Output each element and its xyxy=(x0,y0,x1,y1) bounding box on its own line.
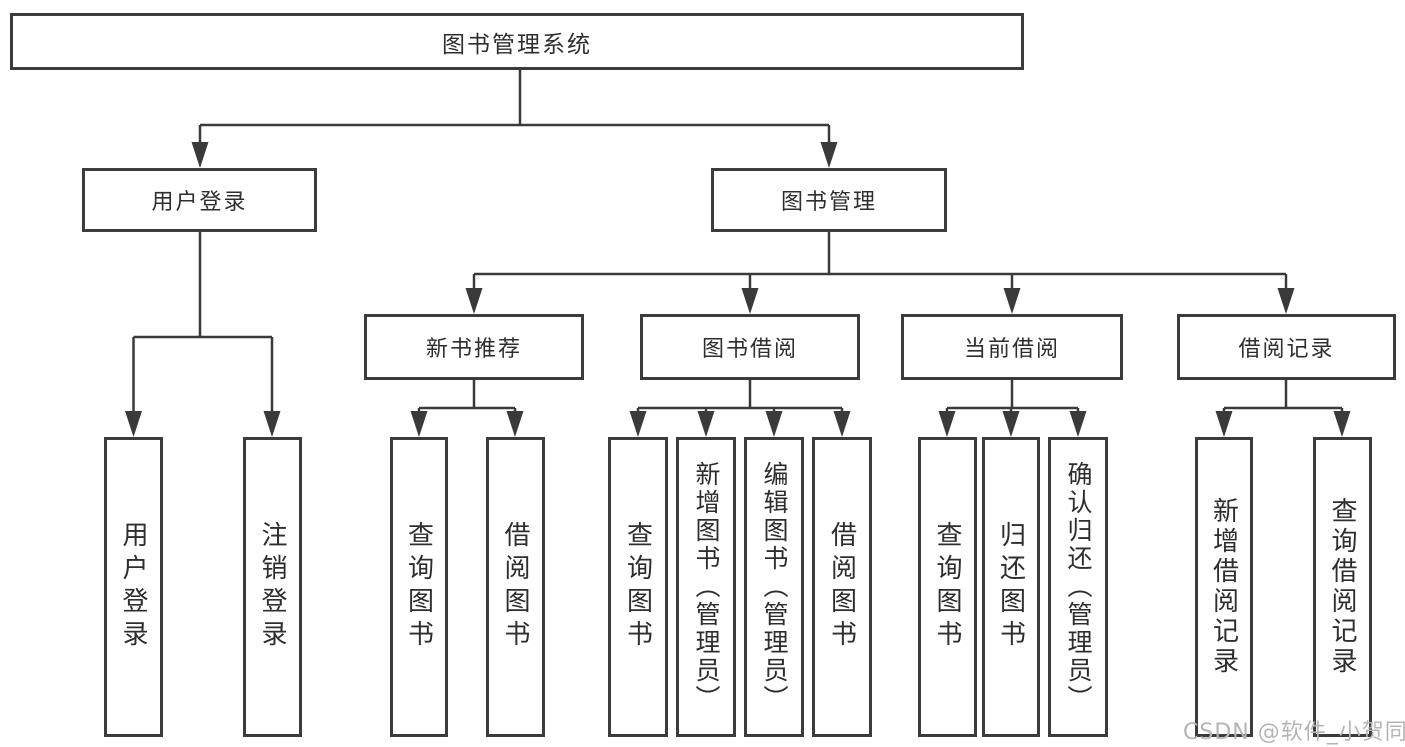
connector-borrow-records xyxy=(1222,380,1344,415)
connector-book-borrow xyxy=(636,380,844,415)
leaf-user-login: 用户登录 xyxy=(104,437,163,737)
connector-new-book-recommend xyxy=(417,380,517,415)
node-book-management: 图书管理 xyxy=(711,168,947,232)
node-book-borrow: 图书借阅 xyxy=(640,314,860,380)
leaf-current-return-books: 归还图书 xyxy=(982,437,1040,737)
leaf-newbook-query-books: 查询图书 xyxy=(390,437,448,737)
leaf-records-add-borrow-record: 新增借阅记录 xyxy=(1195,437,1253,737)
node-new-book-recommend: 新书推荐 xyxy=(364,314,584,380)
leaf-borrow-add-books-admin: 新增图书（管理员） xyxy=(676,437,736,737)
node-user-login: 用户登录 xyxy=(82,168,317,232)
leaf-logout: 注销登录 xyxy=(243,437,302,737)
leaf-current-confirm-return-admin: 确认归还（管理员） xyxy=(1048,437,1108,737)
node-borrow-records: 借阅记录 xyxy=(1177,314,1396,380)
node-current-borrow: 当前借阅 xyxy=(901,314,1123,380)
connector-user-login xyxy=(132,232,274,415)
node-root: 图书管理系统 xyxy=(10,13,1024,70)
leaf-borrow-query-books: 查询图书 xyxy=(608,437,668,737)
connector-book-management xyxy=(472,232,1288,292)
arrowheads xyxy=(125,142,1351,437)
leaf-current-query-books: 查询图书 xyxy=(918,437,977,737)
csdn-watermark: CSDN @软件_小贺同学 xyxy=(1183,720,1405,745)
leaf-borrow-borrow-books: 借阅图书 xyxy=(812,437,872,737)
leaf-borrow-edit-books-admin: 编辑图书（管理员） xyxy=(744,437,804,737)
leaf-records-query-borrow-record: 查询借阅记录 xyxy=(1313,437,1372,737)
connector-current-borrow xyxy=(945,380,1080,415)
leaf-newbook-borrow-books: 借阅图书 xyxy=(486,437,545,737)
connector-root xyxy=(198,70,831,146)
